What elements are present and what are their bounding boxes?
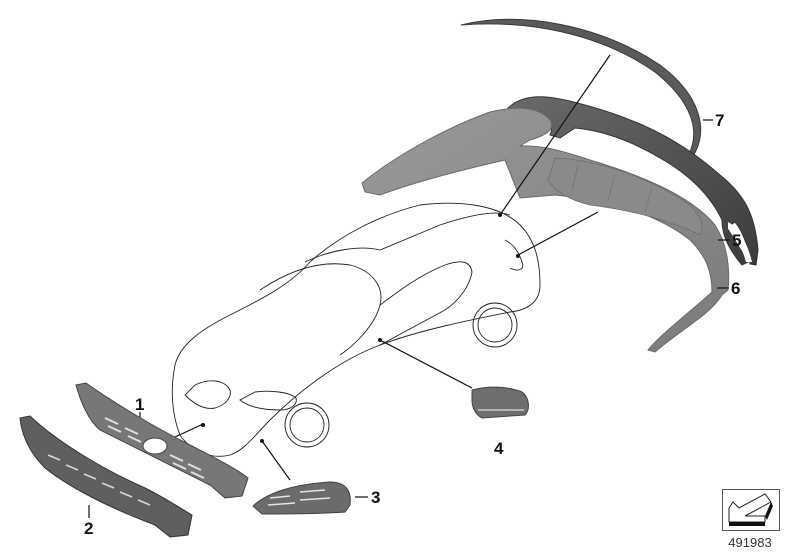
leader-dots bbox=[201, 213, 520, 443]
part-4-mirror-cap[interactable] bbox=[471, 386, 529, 419]
part-6-rear-diffuser[interactable] bbox=[361, 107, 730, 353]
callout-2: 2 bbox=[84, 519, 94, 538]
leader-lines bbox=[88, 54, 730, 518]
callout-3: 3 bbox=[371, 488, 381, 507]
reference-number: 491983 bbox=[728, 535, 772, 550]
direction-arrow-icon bbox=[728, 493, 773, 526]
part-3-side-grille[interactable] bbox=[252, 481, 351, 515]
callout-5: 5 bbox=[732, 231, 742, 250]
callout-6: 6 bbox=[731, 279, 741, 298]
part-2-lower-grille[interactable] bbox=[19, 415, 193, 538]
callout-7: 7 bbox=[715, 111, 725, 130]
part-1-center-grille[interactable] bbox=[75, 382, 249, 499]
callout-4: 4 bbox=[494, 439, 504, 458]
orientation-arrow-box bbox=[722, 489, 780, 531]
vehicle-outline bbox=[171, 202, 541, 457]
callout-1: 1 bbox=[135, 395, 145, 414]
